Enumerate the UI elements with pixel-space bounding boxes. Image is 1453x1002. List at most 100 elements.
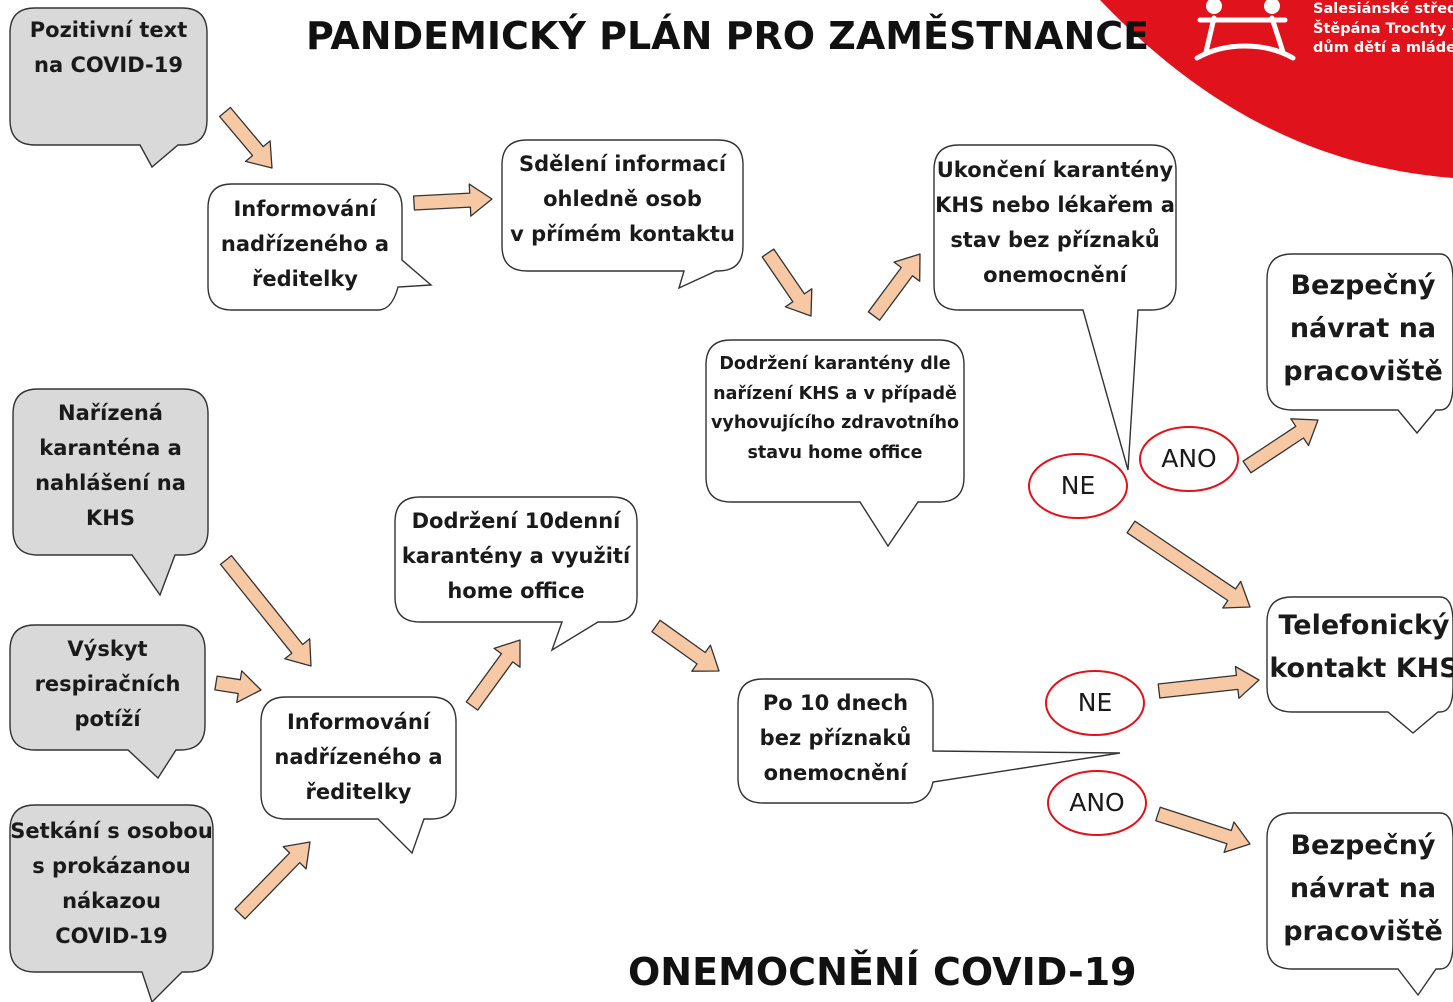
step-line: Po 10 dnech	[762, 690, 909, 715]
outcome-line: kontakt KHS	[1269, 653, 1453, 684]
logo-red-shape	[1100, 0, 1453, 178]
trigger-line: KHS	[86, 506, 135, 530]
callout-positive-test	[9, 7, 208, 169]
callout-keep-quarantine	[705, 339, 965, 548]
step-inform-bottom: Informování nadřízeného a ředitelky	[261, 703, 456, 811]
step-keep-quarantine: Dodržení karantény dle nařízení KHS a v …	[706, 349, 964, 469]
footer-title: ONEMOCNĚNÍ COVID-19	[628, 950, 1137, 994]
outcome-line: Bezpečný	[1290, 269, 1436, 301]
callout-end-quarantine	[933, 144, 1177, 471]
outcome-line: pracoviště	[1283, 355, 1443, 387]
page-title: PANDEMICKÝ PLÁN PRO ZAMĚSTNANCE	[306, 14, 1150, 58]
step-line: home office	[447, 578, 585, 603]
outcome-safe-return-bottom: Bezpečný návrat na pracoviště	[1267, 822, 1453, 954]
logo-line: Štěpána Trochty –	[1313, 20, 1453, 37]
logo-line: Salesiánské středi	[1313, 1, 1453, 17]
trigger-line: s prokázanou	[32, 854, 191, 878]
arrow-inform-to-share	[412, 183, 493, 217]
step-after-ten-days: Po 10 dnech bez příznaků onemocnění	[738, 684, 933, 792]
trigger-positive-test: Pozitivní text na COVID-19	[10, 12, 207, 84]
arrow-no-bottom-to-phone	[1157, 665, 1260, 699]
trigger-line: Nařízená	[58, 401, 163, 425]
arrow-inform-to-ten-day	[465, 639, 521, 711]
trigger-line: potíží	[74, 706, 141, 731]
oval-no-top	[1028, 453, 1128, 519]
callout-safe-return-bottom	[1266, 812, 1453, 997]
step-ten-day: Dodržení 10denní karantény a využití hom…	[395, 502, 637, 610]
arrow-positive-to-inform	[218, 106, 273, 169]
step-line: karantény a využití	[401, 543, 631, 568]
step-line: nadřízeného a	[274, 744, 443, 769]
outcome-line: Bezpečný	[1290, 829, 1436, 861]
trigger-line: na COVID-19	[34, 53, 183, 77]
arrow-yes-to-safe-top	[1242, 418, 1319, 474]
step-inform-top: Informování nadřízeného a ředitelky	[208, 190, 402, 298]
step-line: onemocnění	[983, 263, 1127, 287]
trigger-ordered-quarantine: Nařízená karanténa a nahlášení na KHS	[13, 394, 208, 538]
oval-no-bottom	[1045, 670, 1145, 736]
oval-yes-top	[1139, 426, 1239, 492]
trigger-line: COVID-19	[55, 924, 168, 948]
step-line: nařízení KHS a v případě	[713, 383, 957, 404]
step-line: stavu home office	[747, 442, 923, 463]
callout-inform-top	[207, 183, 433, 311]
decision-no-bottom: NE	[1077, 688, 1113, 717]
step-line: Informování	[233, 196, 377, 221]
callout-phone-khs	[1266, 596, 1453, 734]
decision-yes-bottom: ANO	[1069, 788, 1125, 817]
step-line: onemocnění	[763, 760, 908, 785]
outcome-safe-return-top: Bezpečný návrat na pracoviště	[1267, 262, 1453, 394]
outcome-line: Telefonický	[1278, 610, 1450, 641]
step-line: Dodržení 10denní	[411, 508, 621, 533]
callout-share-contacts	[501, 139, 744, 290]
callout-after-ten-days	[737, 678, 1121, 804]
step-line: ředitelky	[305, 779, 412, 804]
trigger-contact: Setkání s osobou s prokázanou nákazou CO…	[10, 812, 213, 956]
step-line: bez příznaků	[759, 725, 912, 750]
arrow-respiratory-to-inform	[214, 670, 262, 704]
arrow-contact-to-inform	[234, 841, 311, 920]
outcome-phone-khs: Telefonický kontakt KHS	[1264, 602, 1453, 692]
arrow-keep-to-end	[867, 253, 921, 321]
outcome-line: návrat na	[1289, 312, 1437, 344]
arrow-share-to-keep	[761, 248, 813, 317]
callout-ordered-quarantine	[12, 388, 209, 597]
step-line: Ukončení karantény	[936, 158, 1174, 182]
trigger-line: Pozitivní text	[29, 18, 188, 42]
logo-text: Salesiánské středi Štěpána Trochty – dům…	[1313, 0, 1453, 59]
decision-yes-top: ANO	[1161, 444, 1217, 473]
oval-yes-bottom	[1047, 770, 1147, 836]
trigger-line: karanténa a	[39, 436, 182, 460]
step-line: Sdělení informací	[518, 151, 727, 176]
decision-no-top: NE	[1060, 471, 1096, 500]
arrow-yes-bottom-to-safe	[1155, 806, 1251, 854]
arrow-no-to-phone	[1126, 520, 1251, 609]
trigger-respiratory: Výskyt respiračních potíží	[10, 630, 205, 738]
step-share-contacts: Sdělení informací ohledně osob v přímém …	[502, 145, 743, 253]
step-line: stav bez příznaků	[950, 228, 1160, 252]
outcome-line: pracoviště	[1283, 915, 1443, 947]
trigger-line: nahlášení na	[35, 471, 186, 495]
step-line: Dodržení karantény dle	[719, 354, 951, 374]
logo-figures-icon	[1194, 0, 1296, 61]
step-line: ředitelky	[252, 266, 358, 291]
callout-respiratory	[9, 624, 206, 780]
step-end-quarantine: Ukončení karantény KHS nebo lékařem a st…	[934, 152, 1176, 294]
logo-line: dům dětí a mláde	[1313, 40, 1453, 56]
trigger-line: respiračních	[34, 671, 181, 696]
callout-inform-bottom	[260, 696, 457, 855]
step-line: nadřízeného a	[220, 231, 390, 256]
trigger-line: Setkání s osobou	[10, 819, 213, 843]
step-line: vyhovujícího zdravotního	[711, 413, 959, 433]
callout-ten-day	[394, 496, 638, 652]
callout-contact	[9, 804, 214, 1002]
callout-safe-return-top	[1266, 253, 1453, 435]
trigger-line: nákazou	[62, 889, 161, 913]
step-line: Informování	[286, 709, 430, 734]
step-line: ohledně osob	[543, 186, 702, 211]
arrow-ten-day-to-after	[651, 619, 720, 672]
arrow-quarantine-to-inform	[219, 554, 312, 667]
step-line: v přímém kontaktu	[510, 221, 735, 246]
outcome-line: návrat na	[1289, 872, 1437, 904]
